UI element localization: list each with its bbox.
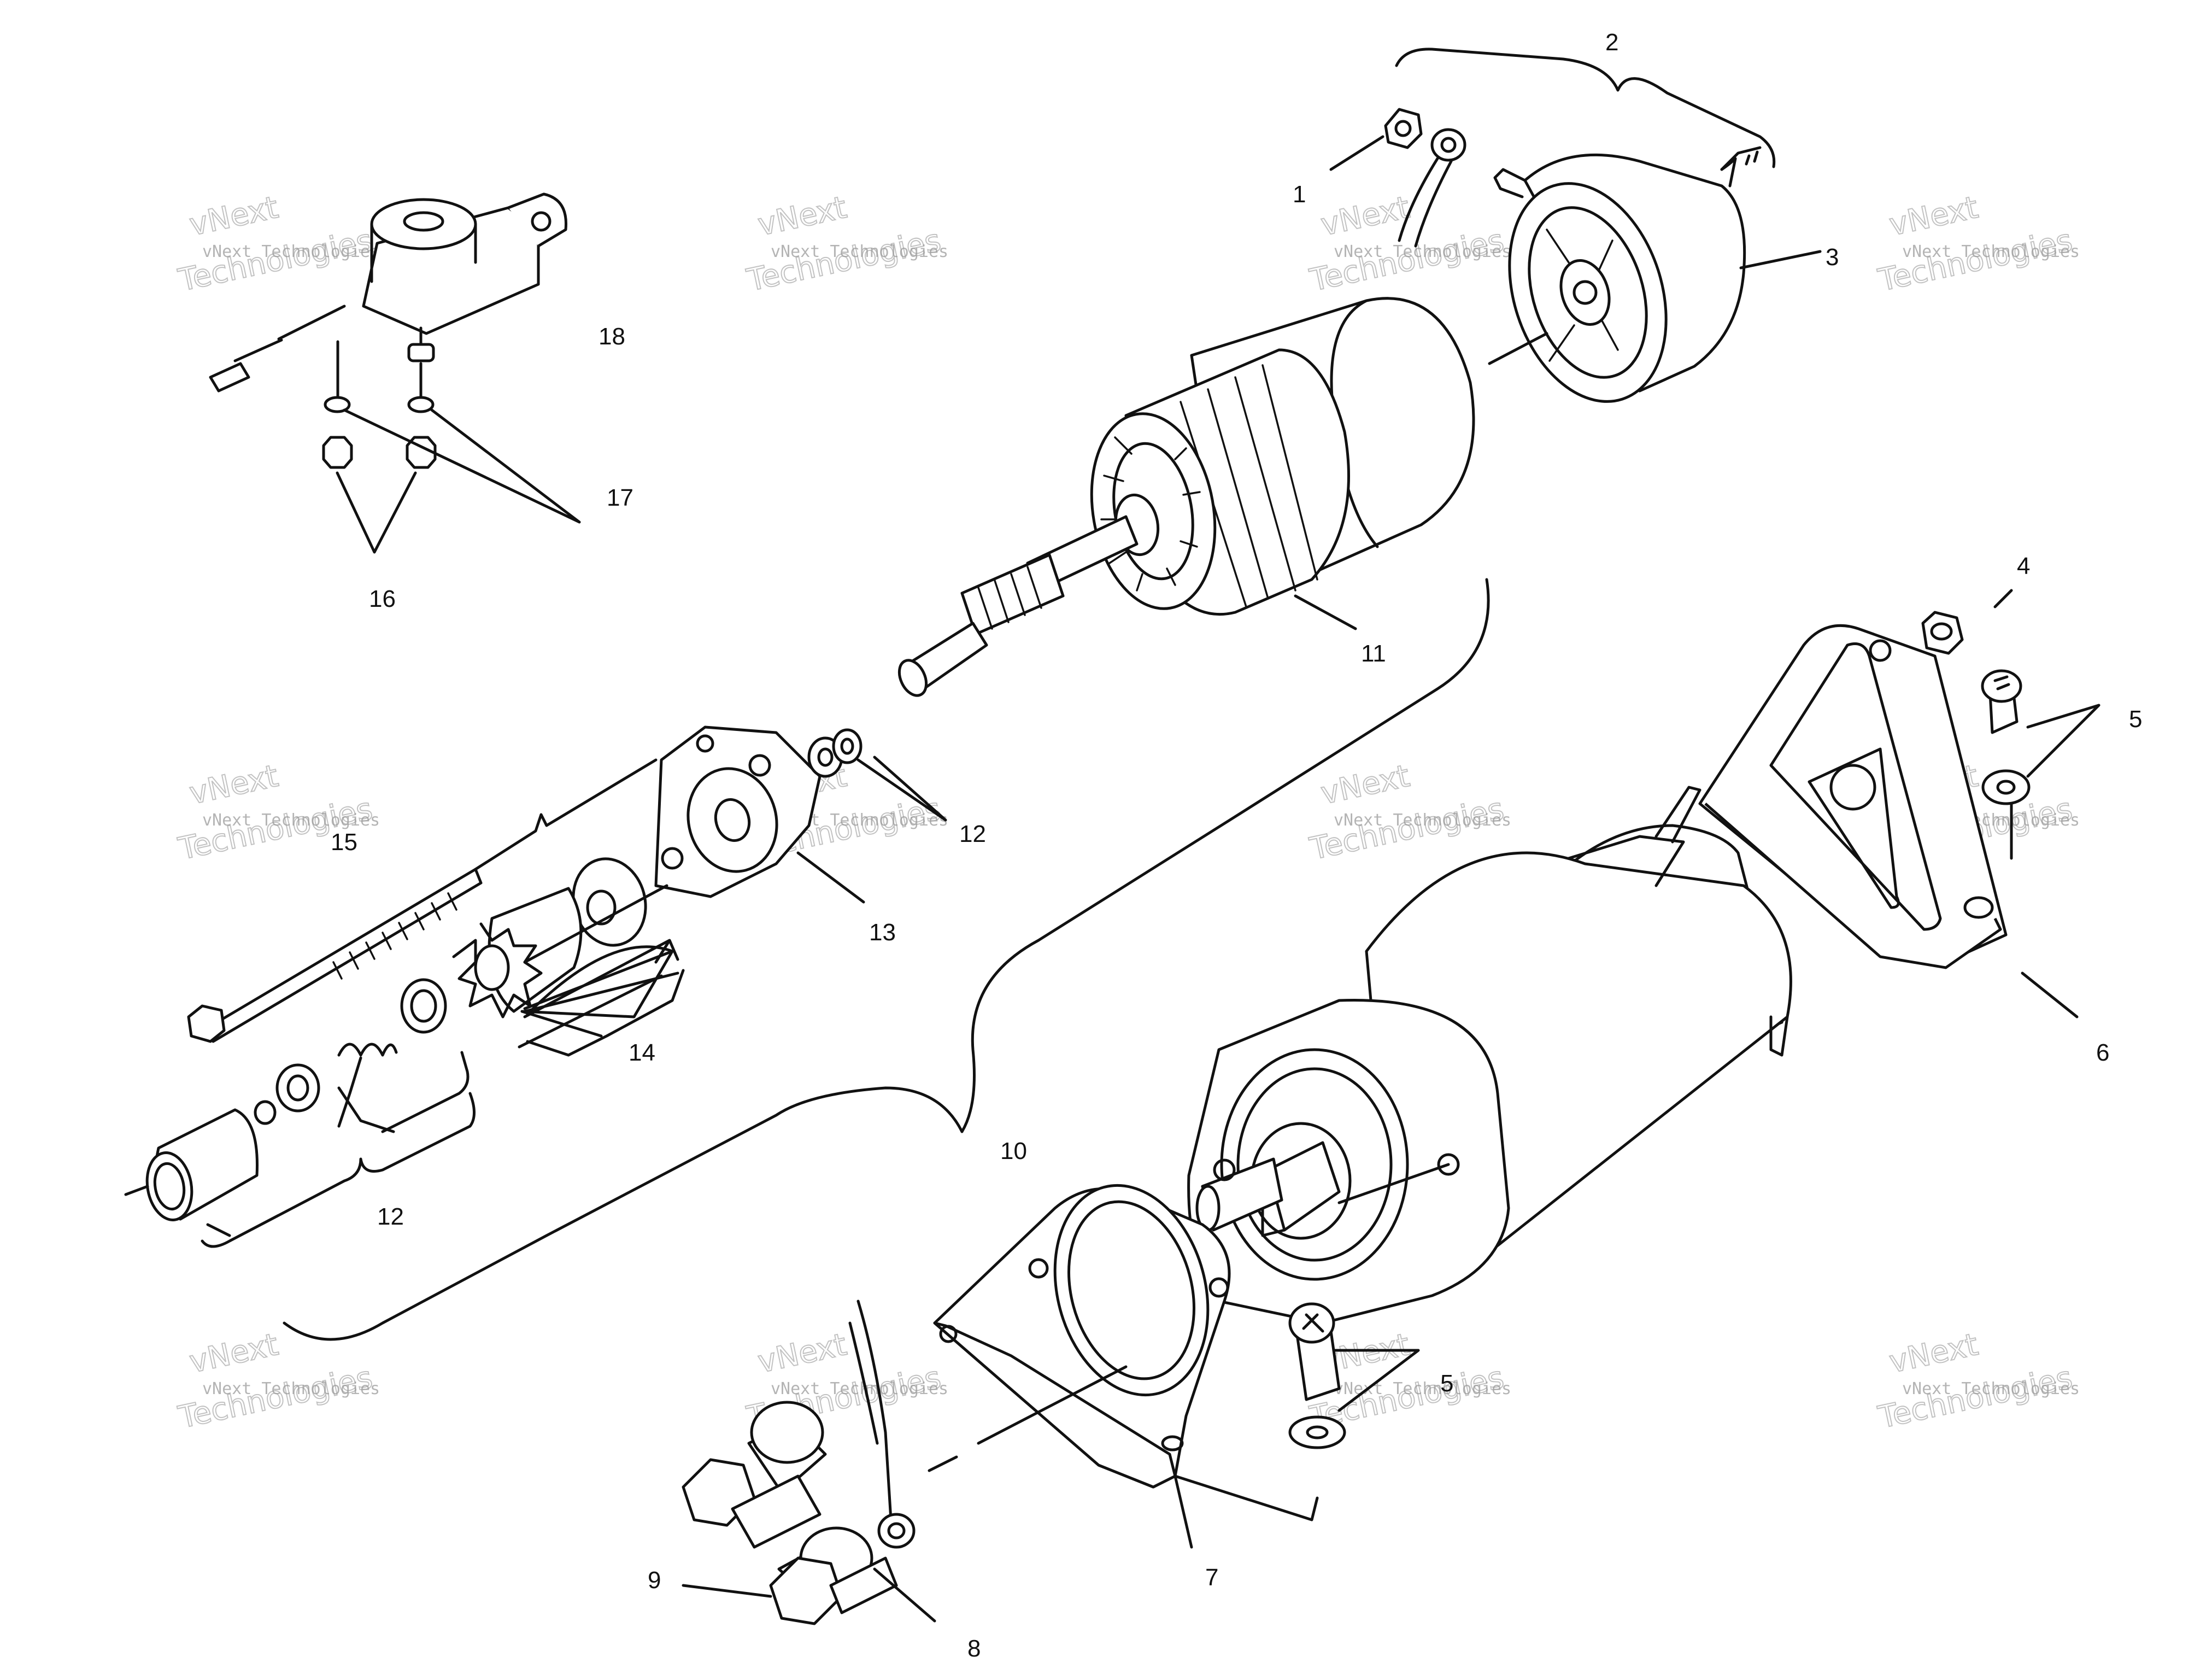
svg-text:vNext Technologies: vNext Technologies [202,242,380,261]
callout-2: 2 [1605,29,1618,56]
part-callouts: 1 2 3 4 5 5 6 7 8 9 10 11 12 12 13 14 15… [331,29,2142,1662]
svg-text:vNext Technologies: vNext Technologies [771,242,948,261]
callout-3: 3 [1826,244,1839,271]
svg-text:vNext Technologies: vNext Technologies [1334,242,1511,261]
svg-text:vNext: vNext [1886,190,1981,243]
callout-15: 15 [331,829,357,856]
callout-9: 9 [648,1567,661,1594]
drive-plate-part [654,725,947,904]
bolts-and-cable [682,1299,936,1625]
callout-12: 12 [959,821,986,847]
callout-11: 11 [1361,640,1386,667]
bracket-brace-12 [201,1092,476,1248]
svg-text:vNext Technologies: vNext Technologies [1902,1379,2080,1398]
svg-text:vNext: vNext [1318,190,1413,243]
svg-text:vNext: vNext [755,1327,850,1380]
svg-text:vNext: vNext [186,1327,281,1380]
callout-10: 10 [1000,1138,1027,1164]
svg-text:vNext: vNext [186,758,281,812]
callout-8: 8 [967,1635,981,1662]
end-cap-assembly [1329,48,1822,403]
svg-text:vNext: vNext [755,190,850,243]
motor-body-part [1187,786,1792,1325]
bracket-brace-10 [283,578,1490,1341]
callout-6: 6 [2096,1039,2109,1066]
svg-text:vNext Technologies: vNext Technologies [202,811,380,830]
callout-14: 14 [629,1039,655,1066]
front-bracket-7 [928,1184,1420,1549]
callout-18: 18 [599,323,625,350]
callout-5: 5 [2129,706,2142,733]
svg-text:vNext Technologies: vNext Technologies [202,1379,380,1398]
svg-text:vNext: vNext [186,190,281,243]
svg-text:vNext Technologies: vNext Technologies [1334,811,1511,830]
mounting-bracket-6 [1698,589,2100,1018]
drive-parts [124,758,679,1237]
callout-5b: 5 [1440,1370,1453,1397]
callout-16: 16 [369,586,396,612]
svg-text:vNext Technologies: vNext Technologies [1902,242,2080,261]
svg-text:vNext Technologies: vNext Technologies [1334,1379,1511,1398]
callout-13: 13 [869,919,896,946]
callout-17: 17 [607,484,633,511]
svg-text:vNext: vNext [1886,1327,1981,1380]
svg-text:vNext: vNext [1318,758,1413,812]
callout-4: 4 [2017,553,2030,579]
callout-7: 7 [1205,1564,1218,1591]
callout-12b: 12 [377,1203,404,1230]
svg-text:vNext Technologies: vNext Technologies [771,1379,948,1398]
bracket-brace-14 [526,969,685,1057]
callout-1: 1 [1293,181,1306,208]
armature-part [897,297,1475,697]
solenoid-part [209,192,581,554]
